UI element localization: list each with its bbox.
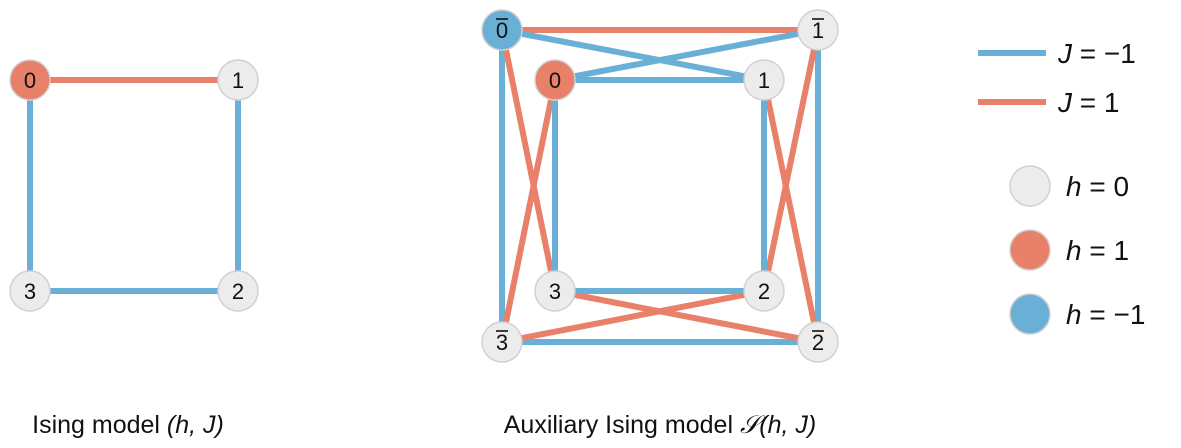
right-node-3: 3 <box>534 270 576 312</box>
right-node-circle-3 <box>534 270 576 312</box>
right-node-circle-0b <box>481 9 523 51</box>
right-graph-nodes: 0 1 2 3 0 1 2 3 <box>481 9 839 363</box>
left-node-2: 2 <box>217 270 259 312</box>
left-node-circle-0 <box>9 59 51 101</box>
left-node-0: 0 <box>9 59 51 101</box>
right-node-label-0b: 0 <box>496 18 508 43</box>
legend: J = −1 J = 1 h = 0 h = 1 h = −1 <box>978 38 1145 335</box>
legend-variable: J <box>1057 87 1073 118</box>
left-node-circle-1 <box>217 59 259 101</box>
left-graph-nodes: 0 1 2 3 <box>9 59 259 312</box>
legend-node-h-zero <box>1009 165 1051 207</box>
caption-right: Auxiliary Ising model 𝒮(h, J) <box>504 411 817 439</box>
left-node-circle-3 <box>9 270 51 312</box>
legend-label-j-pos: J = 1 <box>1057 87 1119 118</box>
right-node-0b: 0 <box>481 9 523 51</box>
legend-label-j-neg: J = −1 <box>1057 38 1136 69</box>
right-node-label-2: 2 <box>758 279 770 304</box>
right-node-1b: 1 <box>797 9 839 51</box>
right-node-2: 2 <box>743 270 785 312</box>
caption-left-text: Ising model <box>32 411 167 439</box>
right-node-circle-2 <box>743 270 785 312</box>
left-node-label-0: 0 <box>24 68 36 93</box>
right-node-3b: 3 <box>481 321 523 363</box>
legend-variable: h <box>1066 235 1082 266</box>
right-node-circle-0 <box>534 59 576 101</box>
legend-variable: h <box>1066 299 1082 330</box>
left-graph-edges <box>27 77 241 294</box>
right-node-0: 0 <box>534 59 576 101</box>
right-edge-1-2b <box>761 79 821 343</box>
legend-value: = 0 <box>1082 171 1129 202</box>
right-node-label-1b: 1 <box>812 18 824 43</box>
legend-node-h-pos <box>1009 229 1051 271</box>
right-graph-edges <box>499 27 821 345</box>
right-node-circle-3b <box>481 321 523 363</box>
legend-node-h-neg <box>1009 293 1051 335</box>
caption-left-math: (h, J) <box>167 411 224 439</box>
legend-value: = 1 <box>1082 235 1129 266</box>
right-node-label-2b: 2 <box>812 330 824 355</box>
right-graph: 0 1 2 3 0 1 2 3 <box>481 9 839 363</box>
right-edge-1b-2 <box>761 29 821 292</box>
legend-label-h-neg: h = −1 <box>1066 299 1145 330</box>
right-node-label-3: 3 <box>549 279 561 304</box>
right-node-1: 1 <box>743 59 785 101</box>
right-node-label-3b: 3 <box>496 330 508 355</box>
right-edge-1b-0 <box>554 27 819 83</box>
left-node-label-3: 3 <box>24 279 36 304</box>
left-node-1: 1 <box>217 59 259 101</box>
right-edge-3b-2 <box>501 288 765 345</box>
left-graph: 0 1 2 3 <box>9 59 259 312</box>
legend-variable: h <box>1066 171 1082 202</box>
legend-label-h-pos: h = 1 <box>1066 235 1129 266</box>
right-node-label-1: 1 <box>758 68 770 93</box>
right-node-circle-2b <box>797 321 839 363</box>
caption-right-text: Auxiliary Ising model <box>504 411 740 439</box>
caption-left: Ising model (h, J) <box>32 411 224 439</box>
left-node-circle-2 <box>217 270 259 312</box>
right-edge-0b-1 <box>501 27 765 83</box>
legend-value: = 1 <box>1072 87 1119 118</box>
left-node-3: 3 <box>9 270 51 312</box>
right-edge-3-2b <box>554 288 819 345</box>
left-node-label-2: 2 <box>232 279 244 304</box>
legend-variable: J <box>1057 38 1073 69</box>
legend-label-h-zero: h = 0 <box>1066 171 1129 202</box>
right-node-circle-1 <box>743 59 785 101</box>
right-node-circle-1b <box>797 9 839 51</box>
caption-right-math: 𝒮(h, J) <box>740 411 816 439</box>
right-node-2b: 2 <box>797 321 839 363</box>
right-edge-0-3b <box>499 79 558 343</box>
right-node-label-0: 0 <box>549 68 561 93</box>
right-edge-0b-3 <box>499 29 558 292</box>
legend-value: = −1 <box>1072 38 1136 69</box>
left-node-label-1: 1 <box>232 68 244 93</box>
legend-value: = −1 <box>1082 299 1146 330</box>
